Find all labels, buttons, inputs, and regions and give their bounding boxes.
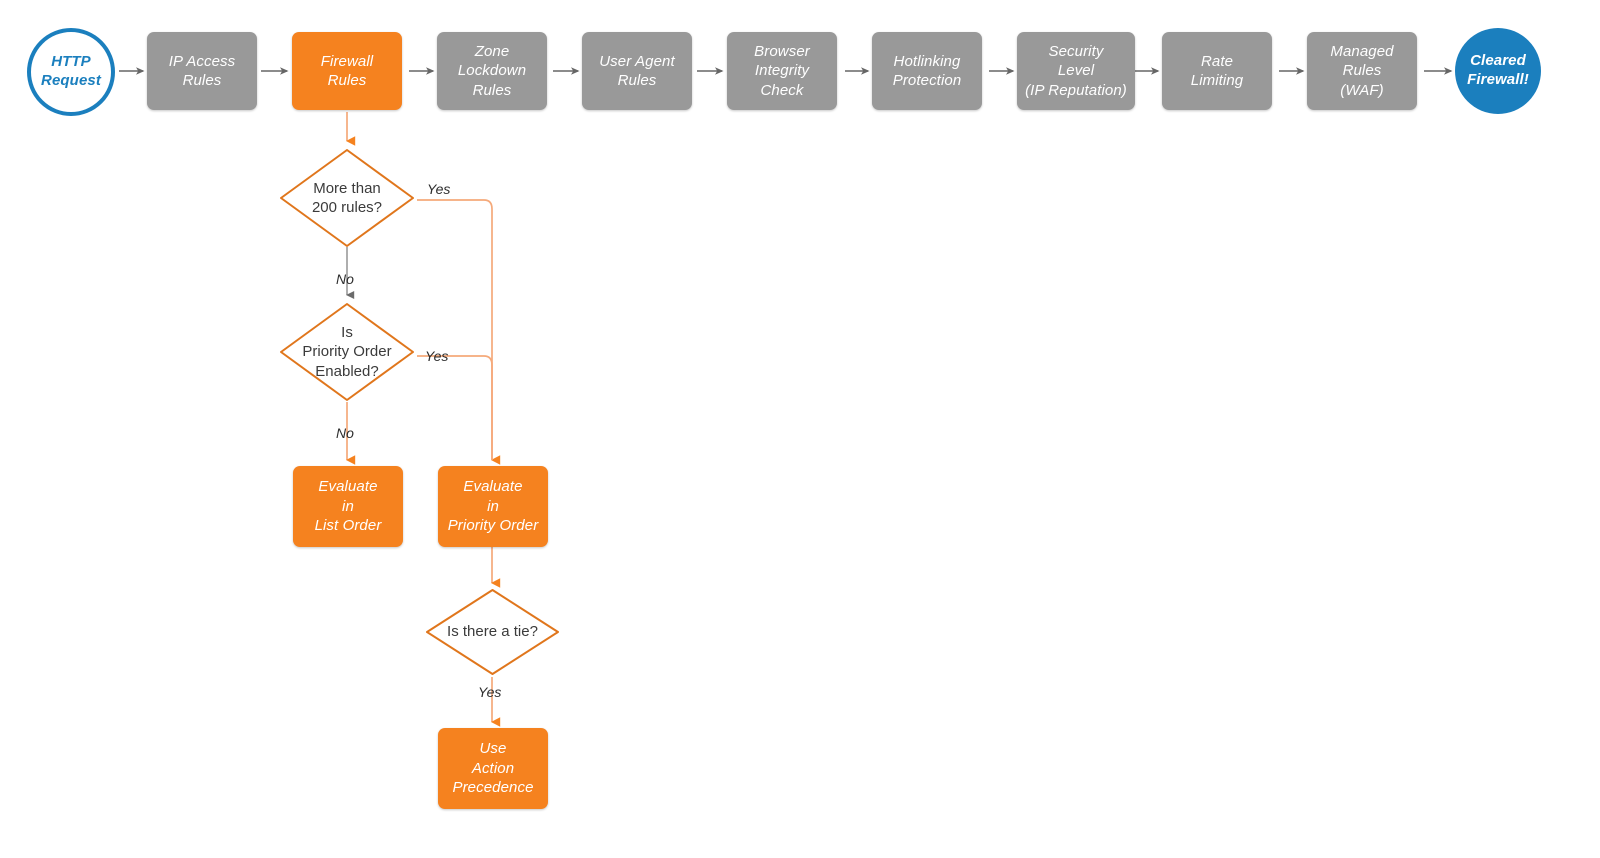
node-hotlinking-protection[interactable]: Hotlinking Protection: [872, 32, 982, 110]
wire-priority-yes-to-priority-order: [417, 355, 493, 460]
decision-label: More than 200 rules?: [311, 179, 383, 217]
edge-label-rules-yes: Yes: [427, 181, 451, 197]
node-ip-access-rules[interactable]: IP Access Rules: [147, 32, 257, 110]
node-use-action-precedence[interactable]: Use Action Precedence: [438, 728, 548, 809]
node-label: IP Access Rules: [168, 52, 236, 90]
node-label: Use Action Precedence: [452, 740, 534, 797]
node-browser-integrity-check[interactable]: Browser Integrity Check: [727, 32, 837, 110]
node-rate-limiting[interactable]: Rate Limiting: [1162, 32, 1272, 110]
node-managed-rules-waf[interactable]: Managed Rules (WAF): [1307, 32, 1417, 110]
decision-is-there-a-tie[interactable]: Is there a tie?: [424, 587, 561, 677]
edge-label-tie-yes: Yes: [478, 684, 502, 700]
diamond-shape: [280, 149, 414, 247]
node-label: User Agent Rules: [599, 52, 675, 90]
edge-label-priority-no: No: [336, 425, 354, 441]
decision-more-than-200-rules[interactable]: More than 200 rules?: [277, 146, 417, 250]
decision-is-priority-order-enabled[interactable]: Is Priority Order Enabled?: [277, 300, 417, 404]
node-evaluate-in-priority-order[interactable]: Evaluate in Priority Order: [438, 466, 548, 547]
node-label: Cleared Firewall!: [1467, 52, 1529, 88]
node-label: Security Level (IP Reputation): [1025, 42, 1127, 99]
node-label: Hotlinking Protection: [892, 52, 962, 90]
node-label: HTTP Request: [41, 53, 101, 89]
diamond-shape: [280, 303, 414, 401]
edge-label-priority-yes: Yes: [425, 348, 449, 364]
node-zone-lockdown-rules[interactable]: Zone Lockdown Rules: [437, 32, 547, 110]
decision-label: Is Priority Order Enabled?: [302, 323, 392, 380]
diamond-shape: [426, 589, 559, 675]
node-label: Zone Lockdown Rules: [457, 42, 527, 99]
node-evaluate-in-list-order[interactable]: Evaluate in List Order: [293, 466, 403, 547]
wire-rules-yes-to-priority-order: [417, 199, 501, 465]
node-http-request[interactable]: HTTP Request: [27, 28, 115, 116]
node-label: Evaluate in Priority Order: [447, 478, 539, 535]
edge-label-rules-no: No: [336, 271, 354, 287]
node-user-agent-rules[interactable]: User Agent Rules: [582, 32, 692, 110]
node-security-level-ip-reputation[interactable]: Security Level (IP Reputation): [1017, 32, 1135, 110]
node-cleared-firewall[interactable]: Cleared Firewall!: [1455, 28, 1541, 114]
node-label: Rate Limiting: [1190, 52, 1244, 90]
node-firewall-rules[interactable]: Firewall Rules: [292, 32, 402, 110]
node-label: Browser Integrity Check: [754, 42, 810, 99]
node-label: Firewall Rules: [320, 52, 374, 90]
decision-label: Is there a tie?: [447, 623, 538, 641]
node-label: Evaluate in List Order: [314, 478, 382, 535]
node-label: Managed Rules (WAF): [1330, 42, 1394, 99]
